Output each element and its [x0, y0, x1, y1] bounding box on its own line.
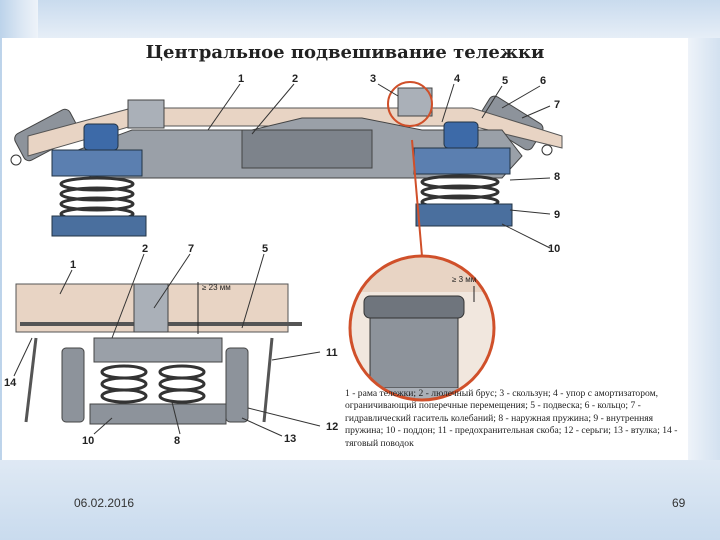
left-damper-eye — [10, 154, 22, 166]
label-top-4: 4 — [454, 73, 461, 85]
label-top-6: 6 — [540, 75, 546, 87]
label-side-5: 5 — [262, 243, 268, 255]
top-leader-lines — [207, 83, 551, 249]
left-cap — [83, 123, 119, 151]
left-upper-plate — [51, 149, 143, 177]
label-side-7: 7 — [188, 243, 194, 255]
dim-3mm: ≥ 3 мм — [452, 275, 476, 284]
right-cap — [443, 121, 479, 149]
right-damper-eye — [541, 144, 553, 156]
zoom-connector — [411, 139, 423, 257]
footer-page-number: 69 — [672, 496, 686, 510]
side-bearing-post — [133, 283, 169, 333]
slide-top-band — [0, 0, 720, 38]
side-leader-lines — [13, 253, 321, 437]
left-spring-pan — [51, 215, 147, 237]
label-side-1: 1 — [70, 259, 76, 271]
bolster-center — [241, 129, 373, 169]
label-top-3: 3 — [370, 73, 376, 85]
right-link — [225, 347, 249, 423]
label-side-11: 11 — [326, 347, 338, 359]
right-outer-spring — [420, 174, 500, 210]
side-bolster — [93, 337, 223, 363]
left-pedestal — [127, 99, 165, 129]
side-assembly: ≥ 23 мм 1 2 7 5 11 12 13 8 10 14 — [4, 243, 338, 447]
zoom-marker-circle — [387, 81, 433, 127]
label-top-9: 9 — [554, 209, 560, 221]
footer-date: 06.02.2016 — [74, 496, 135, 510]
safety-bracket-right — [262, 337, 274, 423]
side-spring-pan — [89, 403, 227, 425]
label-side-12: 12 — [326, 421, 338, 433]
bogie-suspension-diagram: 1 2 3 4 5 6 7 8 9 10 — [4, 73, 563, 447]
slide-bottom-band — [0, 460, 720, 540]
label-side-13: 13 — [284, 433, 296, 445]
slide-right-band — [688, 38, 720, 460]
safety-bracket-left — [24, 337, 38, 423]
label-side-14: 14 — [4, 377, 17, 389]
right-upper-plate — [413, 147, 511, 175]
dim-23mm: ≥ 23 мм — [202, 283, 231, 292]
legend-caption: 1 - рама тележки; 2 - люлечный брус; 3 -… — [345, 388, 678, 449]
left-link — [61, 347, 85, 423]
label-top-2: 2 — [292, 73, 298, 85]
label-top-5: 5 — [502, 75, 508, 87]
label-top-10: 10 — [548, 243, 560, 255]
label-side-8: 8 — [174, 435, 180, 447]
label-top-8: 8 — [554, 171, 560, 183]
side-bearing — [397, 87, 433, 117]
label-side-2: 2 — [142, 243, 148, 255]
right-spring-pan — [415, 203, 513, 227]
top-assembly: 1 2 3 4 5 6 7 8 9 10 — [10, 73, 563, 255]
label-side-10: 10 — [82, 435, 94, 447]
left-outer-spring — [59, 176, 135, 222]
label-top-7: 7 — [554, 99, 560, 111]
slide-canvas: Центральное подвешивание тележки — [2, 38, 688, 460]
label-top-1: 1 — [238, 73, 244, 85]
side-springs — [100, 364, 206, 404]
slide-title: Центральное подвешивание тележки — [145, 42, 545, 63]
